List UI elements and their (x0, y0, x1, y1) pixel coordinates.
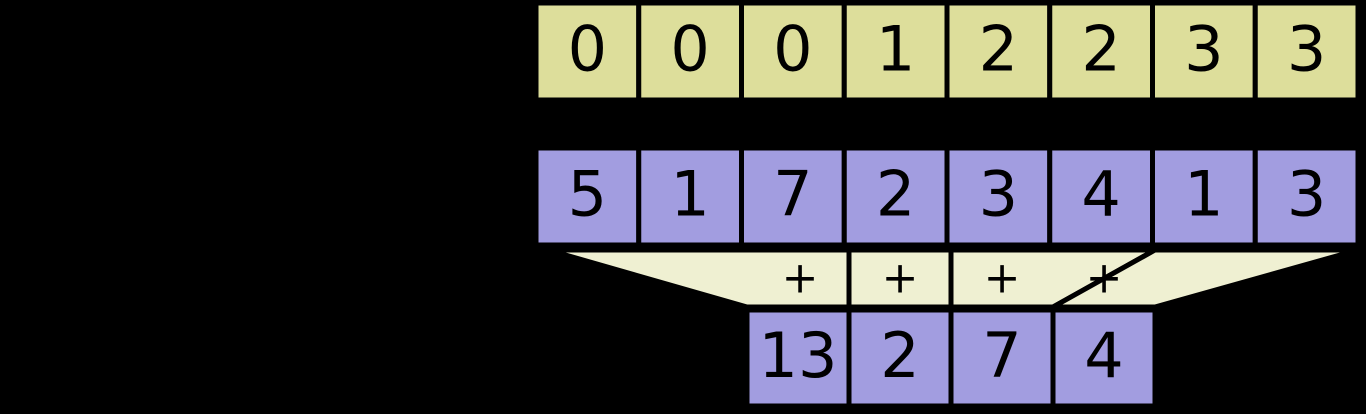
row-values-cell-box (1252, 145, 1361, 248)
row-values-cell-label: 3 (1287, 158, 1326, 231)
row-flags-cell-label: 2 (979, 13, 1018, 86)
row-flags-cell: 0 (533, 0, 642, 103)
row-values-cell: 2 (841, 145, 950, 248)
row-flags-cell-label: 0 (670, 13, 709, 86)
row-flags-cell: 3 (1252, 0, 1361, 103)
row-values-cell-box (944, 145, 1053, 248)
row-results-cell-box (948, 307, 1056, 409)
row-values-cell: 1 (1150, 145, 1258, 248)
funnel-segment-3-operator: + (1086, 253, 1123, 304)
row-values-cell: 7 (739, 145, 847, 248)
row-results-cell-label: 7 (982, 319, 1021, 392)
row-values-cell-label: 4 (1081, 158, 1120, 231)
row-values-cell-box (841, 145, 950, 248)
funnel-segment-0: + (547, 247, 852, 310)
funnel-segment-3: + (1043, 247, 1359, 310)
row-flags-cell-label: 0 (773, 13, 812, 86)
row-flags-cell-box (1047, 0, 1155, 103)
row-flags-cell-label: 3 (1287, 13, 1326, 86)
row-flags-cell: 3 (1150, 0, 1258, 103)
row-flags-cell: 1 (841, 0, 950, 103)
row-flags-cell: 0 (636, 0, 744, 103)
row-flags-cell-label: 0 (568, 13, 607, 86)
row-values-cell: 3 (944, 145, 1053, 248)
row-results-cell: 13 (744, 307, 852, 409)
row-flags-cell: 2 (1047, 0, 1155, 103)
row-values-cell-box (739, 145, 847, 248)
row-flags-cell-box (944, 0, 1053, 103)
row-results-cell: 4 (1050, 307, 1158, 409)
row-results-cell: 7 (948, 307, 1056, 409)
row-flags-cell: 0 (739, 0, 847, 103)
row-values-cell-box (636, 145, 744, 248)
row-values-cell: 1 (636, 145, 744, 248)
row-flags-cell: 2 (944, 0, 1053, 103)
row-results-cell-box (744, 307, 852, 409)
row-results-cell-box (846, 307, 954, 409)
funnel-segment-1-operator: + (882, 253, 919, 304)
row-flags-cell-label: 3 (1184, 13, 1223, 86)
funnel-segment-2: + (948, 247, 1165, 310)
row-values-cell: 4 (1047, 145, 1155, 248)
funnel-segment-2-operator: + (984, 253, 1021, 304)
row-values-cell-label: 3 (979, 158, 1018, 231)
row-results-cell-box (1050, 307, 1158, 409)
row-flags-cell-box (533, 0, 642, 103)
row-values-cell-label: 1 (1184, 158, 1223, 231)
row-values-cell-label: 5 (568, 158, 607, 231)
row-results-cell-label: 4 (1084, 319, 1123, 392)
funnel-segment-3-shape (1043, 247, 1359, 310)
funnel-segment-0-operator: + (782, 253, 819, 304)
row-values-cell-label: 2 (876, 158, 915, 231)
row-values-cell-box (1150, 145, 1258, 248)
row-values-cell: 3 (1252, 145, 1361, 248)
row-values-cell-label: 7 (773, 158, 812, 231)
row-flags-cell-label: 2 (1081, 13, 1120, 86)
row-results-cell: 2 (846, 307, 954, 409)
row-flags-cell-box (1252, 0, 1361, 103)
row-results-cell-label: 13 (759, 319, 838, 392)
row-values-cell-label: 1 (670, 158, 709, 231)
funnel-layer: + + + + (547, 247, 1359, 310)
funnel-segment-1: + (846, 247, 954, 310)
row-results-cell-label: 2 (880, 319, 919, 392)
row-values-cell: 5 (533, 145, 642, 248)
row-flags-cell-box (1150, 0, 1258, 103)
row-flags-cell-label: 1 (876, 13, 915, 86)
